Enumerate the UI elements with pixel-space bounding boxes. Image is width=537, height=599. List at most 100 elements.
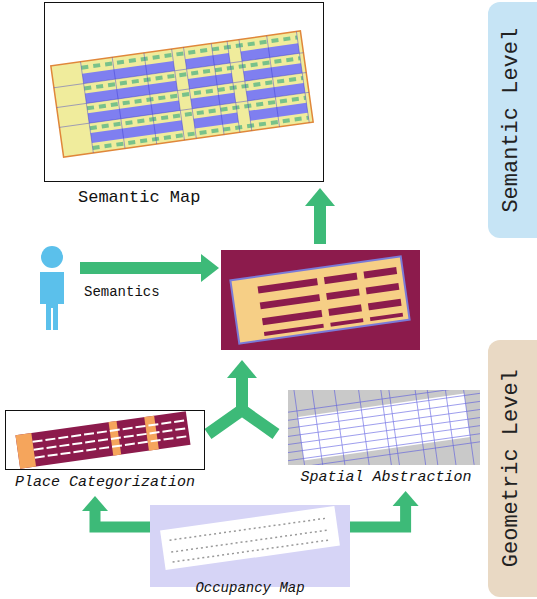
semantic-map-image — [112, 57, 125, 148]
level-band: Semantic Level — [488, 2, 537, 238]
semantic-map-image — [144, 53, 157, 144]
flow-arrow — [201, 254, 219, 282]
panel-border — [5, 410, 205, 470]
flow-arrow — [208, 410, 276, 434]
semantic-map-image — [46, 4, 318, 180]
semantic-map-image — [185, 53, 230, 69]
caption: Occupancy Map — [195, 580, 304, 597]
place-categorization-image — [15, 411, 190, 469]
semantic-map-image — [81, 62, 94, 153]
spatial-abstraction-image — [288, 392, 480, 423]
panel-border — [44, 2, 324, 182]
flow-arrow — [80, 188, 335, 434]
semantic-map-image — [85, 81, 177, 104]
person-icon — [41, 246, 63, 268]
spatial-abstraction-image — [288, 439, 480, 465]
caption: Place Categorization — [5, 474, 205, 492]
semantic-map-image — [296, 31, 309, 122]
merged-map-image — [316, 271, 331, 329]
flow-arrow — [95, 510, 150, 527]
occupancy-map-image — [160, 506, 340, 570]
semantic-map-image — [194, 113, 239, 129]
flow-arrow — [80, 262, 203, 274]
semantic-map-image — [88, 100, 180, 123]
semantic-map-image — [51, 31, 313, 157]
person-icon — [40, 272, 64, 330]
merged-map-image — [230, 256, 409, 343]
spatial-abstraction-image — [288, 390, 480, 465]
semantic-map-image — [191, 93, 236, 109]
spatial-abstraction-image — [294, 390, 308, 465]
level-title: Geometric Level — [499, 369, 525, 567]
occupancy-map-image — [171, 530, 329, 552]
semantic-map-image — [188, 73, 233, 89]
flow-arrow — [350, 505, 406, 527]
semantic-map-image — [54, 53, 304, 88]
map-panel: Spatial Abstraction — [288, 390, 484, 487]
merged-map-image — [356, 266, 371, 324]
merged-map-image — [264, 313, 403, 336]
semantic-map-image — [172, 49, 185, 140]
semantic-map-image — [211, 43, 224, 134]
spatial-abstraction-image — [298, 394, 470, 461]
caption: Semantic Map — [44, 188, 324, 208]
person-icon — [40, 246, 64, 330]
spatial-abstraction-image — [288, 390, 480, 465]
place-categorization-image — [15, 433, 36, 469]
semantic-map-image — [46, 4, 318, 180]
spatial-abstraction-image — [333, 390, 347, 465]
map-panel: Place Categorization — [5, 410, 205, 492]
arrow-label: Semantics — [84, 284, 160, 301]
spatial-abstraction-image — [312, 390, 326, 465]
spatial-abstraction-image — [288, 424, 480, 455]
semantic-map-image — [51, 31, 313, 157]
semantic-map-image — [51, 31, 313, 157]
merged-map-image — [262, 299, 402, 325]
semantic-map-image — [267, 36, 280, 127]
merged-map-image — [221, 250, 420, 350]
semantic-map-image — [57, 73, 307, 108]
spatial-abstraction-image — [425, 390, 439, 465]
merged-map-image — [221, 250, 420, 350]
occupancy-map-image — [150, 505, 350, 587]
spatial-abstraction-image — [442, 390, 456, 465]
map-panel: Occupancy Map — [150, 505, 350, 597]
place-categorization-image — [15, 411, 190, 469]
flow-arrow — [236, 376, 248, 412]
occupancy-map-image — [173, 540, 331, 562]
level-band: Geometric Level — [488, 340, 537, 597]
panel-border — [288, 390, 484, 465]
occupancy-map-image — [160, 506, 340, 570]
occupancy-map-image — [170, 518, 328, 540]
level-title: Semantic Level — [499, 28, 525, 213]
occupancy-map-image — [150, 505, 350, 587]
spatial-abstraction-image — [460, 390, 474, 465]
spatial-abstraction-image — [288, 390, 480, 465]
spatial-abstraction-image — [288, 431, 480, 462]
flow-arrow — [305, 188, 335, 206]
semantic-map-image — [227, 41, 240, 132]
semantic-map-image — [91, 120, 183, 143]
semantic-map-image — [93, 118, 309, 148]
spatial-abstraction-image — [357, 390, 371, 465]
spatial-abstraction-image — [379, 390, 393, 465]
spatial-abstraction-image — [288, 390, 480, 465]
semantic-map-image — [184, 47, 197, 138]
arrow-head — [82, 496, 108, 511]
caption: Spatial Abstraction — [288, 469, 484, 487]
flow-arrow — [227, 360, 257, 378]
place-categorization-image — [15, 411, 190, 469]
spatial-abstraction-image — [387, 390, 401, 465]
arrow-label: Semantics — [84, 284, 160, 301]
semantic-map-image — [59, 92, 309, 127]
flow-arrow — [350, 491, 419, 527]
flow-arrow — [82, 496, 150, 527]
map-panel: Semantic Map — [44, 2, 324, 208]
semantic-map-image — [239, 40, 252, 131]
arrow-head — [393, 491, 419, 506]
place-categorization-image — [35, 436, 189, 458]
flow-arrow — [314, 204, 326, 244]
